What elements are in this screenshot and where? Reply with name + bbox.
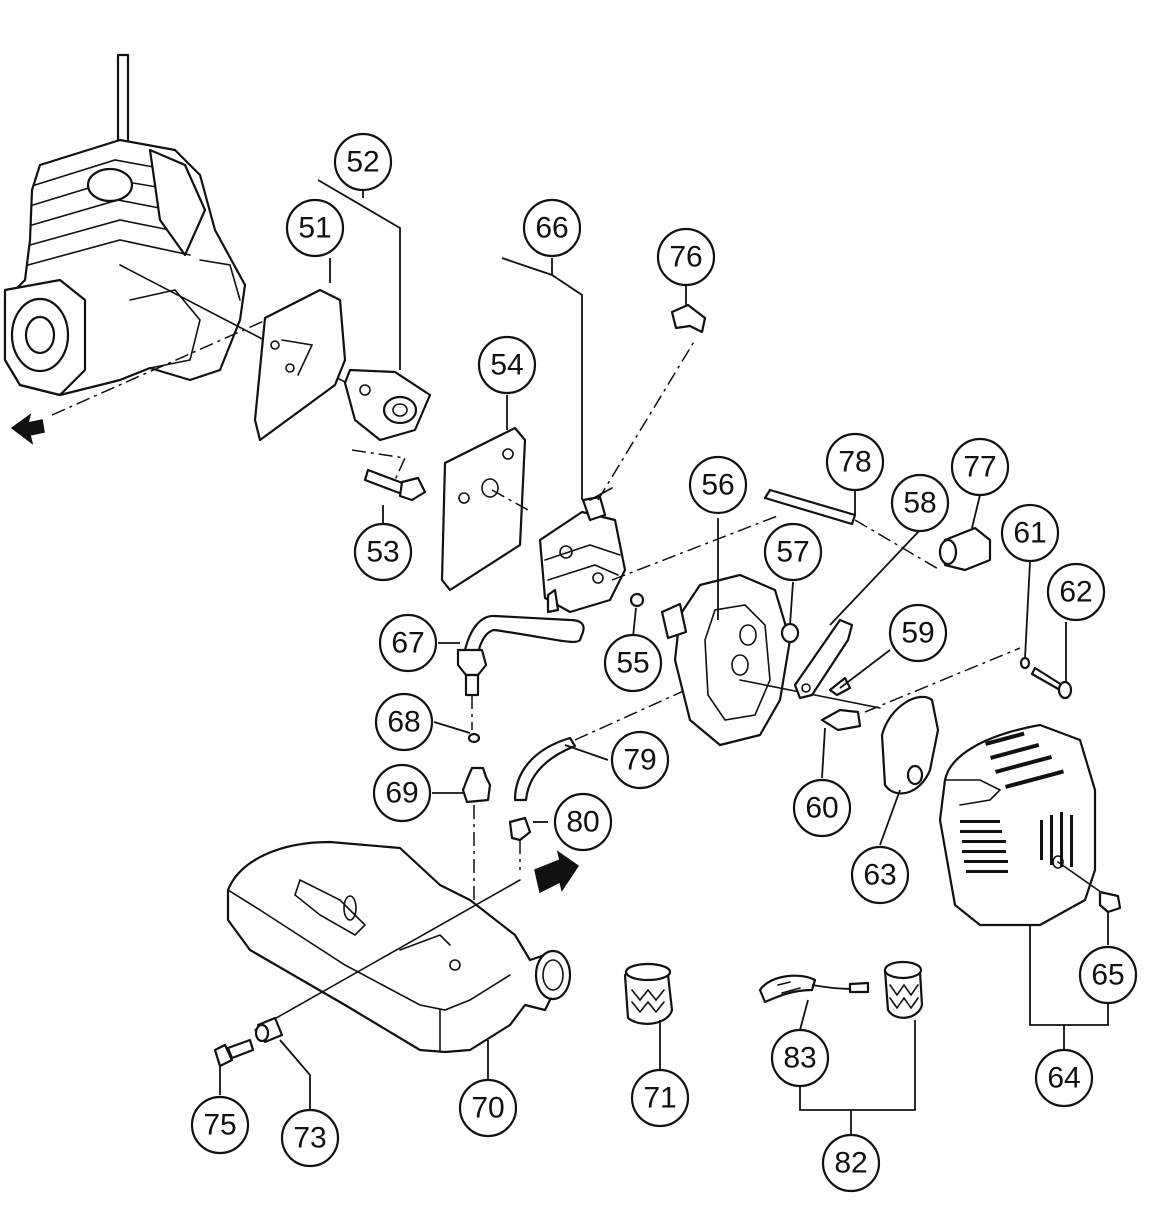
engine-block — [3, 53, 247, 445]
leader-lines — [219, 179, 1109, 1135]
ring-part-68 — [467, 732, 481, 744]
bushing-part-73 — [254, 1016, 284, 1044]
svg-text:71: 71 — [643, 1082, 676, 1115]
air-cleaner-base-part-56 — [660, 573, 792, 747]
callout-73: 73 — [280, 1108, 340, 1168]
svg-text:83: 83 — [783, 1042, 816, 1075]
callout-58: 58 — [890, 473, 950, 533]
svg-text:73: 73 — [293, 1122, 326, 1155]
hose-part-78 — [763, 488, 857, 526]
bolt-part-53 — [363, 468, 427, 502]
fuel-suction-part-83 — [758, 974, 870, 1004]
svg-text:59: 59 — [901, 617, 934, 650]
svg-text:70: 70 — [471, 1092, 504, 1125]
svg-text:67: 67 — [391, 627, 424, 660]
callout-62: 62 — [1046, 562, 1106, 622]
svg-text:78: 78 — [838, 446, 871, 479]
grommet-part-80 — [508, 816, 532, 842]
callout-82: 82 — [821, 1133, 881, 1193]
callout-70: 70 — [458, 1078, 518, 1138]
washer-part-61 — [1019, 656, 1031, 670]
screw-part-62 — [1030, 666, 1073, 700]
callout-51: 51 — [285, 198, 345, 258]
screw-part-65 — [1098, 890, 1122, 914]
callout-56: 56 — [688, 455, 748, 515]
callout-54: 54 — [477, 335, 537, 395]
callout-53: 53 — [353, 522, 413, 582]
ring-part-55 — [629, 592, 645, 608]
air-cleaner-cover-part-64 — [938, 723, 1097, 927]
callout-63: 63 — [850, 845, 910, 905]
svg-text:82: 82 — [834, 1147, 867, 1180]
fuel-line-part-67 — [456, 614, 585, 697]
svg-text:57: 57 — [776, 536, 809, 569]
filter-element-part-63 — [880, 695, 940, 795]
svg-text:55: 55 — [616, 647, 649, 680]
callout-75: 75 — [190, 1095, 250, 1155]
svg-text:65: 65 — [1091, 959, 1124, 992]
callout-65: 65 — [1078, 945, 1138, 1005]
svg-text:66: 66 — [535, 212, 568, 245]
svg-text:62: 62 — [1059, 576, 1092, 609]
svg-text:76: 76 — [669, 241, 702, 274]
bolt-part-75 — [213, 1038, 255, 1068]
cover-grille — [960, 731, 1073, 873]
clip-part-76 — [670, 303, 707, 334]
fuel-tank-part-70 — [226, 840, 572, 1054]
svg-text:56: 56 — [701, 469, 734, 502]
primer-part-77 — [938, 526, 992, 572]
svg-text:75: 75 — [203, 1109, 236, 1142]
filter-part-71 — [623, 962, 674, 1025]
svg-text:54: 54 — [490, 349, 523, 382]
callout-60: 60 — [792, 778, 852, 838]
svg-text:79: 79 — [623, 744, 656, 777]
callout-78: 78 — [825, 432, 885, 492]
callout-66: 66 — [522, 198, 582, 258]
arrow-icon — [10, 413, 45, 445]
svg-text:52: 52 — [346, 146, 379, 179]
callout-69: 69 — [372, 763, 432, 823]
filter-part-82 — [883, 960, 924, 1019]
tube-part-79 — [513, 736, 577, 802]
callout-80: 80 — [553, 792, 613, 852]
carburetor-part-66 — [538, 487, 627, 614]
arrow-icon — [534, 850, 580, 894]
svg-text:77: 77 — [963, 451, 996, 484]
callout-55: 55 — [603, 633, 663, 693]
svg-text:51: 51 — [298, 212, 331, 245]
svg-text:64: 64 — [1047, 1062, 1080, 1095]
svg-text:68: 68 — [387, 706, 420, 739]
callout-76: 76 — [656, 227, 716, 287]
lever-part-58 — [793, 618, 854, 700]
svg-text:60: 60 — [805, 792, 838, 825]
svg-text:53: 53 — [366, 536, 399, 569]
svg-text:58: 58 — [903, 487, 936, 520]
filter-part-69 — [461, 766, 492, 804]
callout-79: 79 — [610, 730, 670, 790]
svg-text:80: 80 — [566, 806, 599, 839]
part-60 — [820, 708, 862, 732]
callout-52: 52 — [333, 132, 393, 192]
gasket-part-54 — [440, 426, 527, 592]
callout-83: 83 — [770, 1028, 830, 1088]
callout-64: 64 — [1034, 1048, 1094, 1108]
callout-57: 57 — [763, 522, 823, 582]
svg-text:63: 63 — [863, 859, 896, 892]
gasket-part-51 — [253, 288, 347, 442]
callout-71: 71 — [630, 1068, 690, 1128]
spring-part-59 — [828, 676, 852, 697]
ring-part-57 — [780, 622, 800, 644]
insulator-part-52 — [343, 368, 432, 442]
callout-77: 77 — [950, 437, 1010, 497]
svg-text:61: 61 — [1013, 517, 1046, 550]
callout-67: 67 — [378, 613, 438, 673]
callout-59: 59 — [888, 603, 948, 663]
callout-68: 68 — [374, 692, 434, 752]
svg-text:69: 69 — [385, 777, 418, 810]
callout-61: 61 — [1000, 503, 1060, 563]
